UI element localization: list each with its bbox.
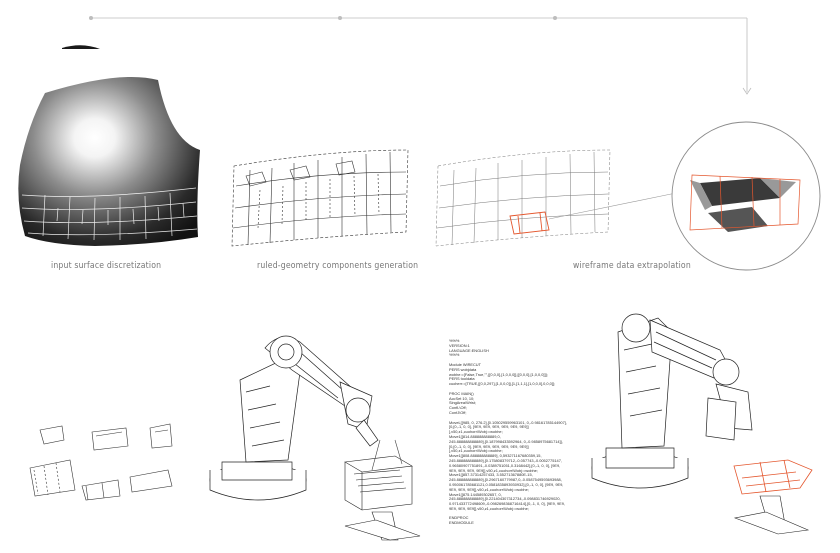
code-line: ENDPROC [449,515,469,521]
code-line: ],v50,z1,cuohorr\Wobj:=wobhe; [449,448,503,454]
code-line: MoveL[[985, 0, 276.2],[0.105029559963101… [449,419,567,425]
code-line: SingArea\Wrist; [449,400,476,406]
highlighted-component [509,211,550,235]
code-line: Move1[[814.888888888889,0, [449,433,501,439]
robot-arm-2 [591,313,753,489]
flow-timeline [91,17,752,95]
stand-2 [733,495,810,535]
code-line: 0.971433772498609,-0.0982698368716414],[… [449,501,565,507]
code-line: 245.888888888889],[0.175808379712,-0.057… [449,457,562,463]
code-line: cuoherr:=[TRUE,[[0,0,297],[1,0,0,0]],[1,… [449,381,556,387]
code-line: Move1[[875.144589302657, 0, [449,491,502,497]
loose-components [29,423,173,501]
wireframe-strip [435,149,611,247]
code-line: PROC MAIN() [449,390,474,396]
code-line: %%% [449,338,460,343]
code-line: 245.888888888889],[0.2967160779987,0,-0.… [449,477,562,483]
code-line: ENDMODULE [449,520,474,526]
timeline-node-3 [553,16,557,20]
zoom-leader-line [548,192,677,220]
wireframe-component-2 [733,459,813,495]
code-line: PERS tooldata [449,376,475,382]
code-line: Move1[[808.888888888889], 0,593271167680… [449,453,542,459]
code-line: ConfJ\Off; [449,409,467,415]
code-line: ],v50,z1,cuohorr\Wobj:=wobhe; [449,429,503,435]
code-line: 9E9, 9E9, 9E9]],v50,z1,cuohorr\Wobj:=wob… [449,505,529,511]
robot-arm-1 [209,335,379,501]
timeline-node-2 [338,16,342,20]
code-line: 0.950061785681121,0.0581835893930932],[0… [449,481,564,487]
code-line: [0,[0,-1, 0, 0], [9E9, 9E9, 9E9, 9E9, 9E… [449,443,529,449]
wire-cut-box-1 [344,439,413,511]
caption-ruled-geometry-generation: ruled-geometry components generation [257,261,419,271]
code-line: 245.888888888889],[0.221404307312734,-0.… [449,496,561,502]
caption-wireframe-data-extrapolation: wireframe data extrapolation [573,261,691,271]
code-line: Module WIRECUT [449,361,481,367]
code-line: LANGUAGE:ENGLISH [449,347,489,353]
code-line: 9E9, 9E9, 9E9]],v50,z1,cuohorr\Wobj:=wob… [449,486,529,492]
code-line: 9E9, 9E9, 9E9, 9E9]],v50,z1,cuohorr\Wobj… [449,467,538,473]
ruled-components [231,149,409,247]
zoom-detail-circle [671,121,821,271]
code-line: 245.888888888889],[0.187998433592964, 0,… [449,438,563,444]
code-line: 0.96580907751891,-0.0389751051,0.3168442… [449,462,561,468]
stand-1 [344,511,421,541]
code-line: wobhe:=[False,True,"",[[0,0,0],[1,0,0,0]… [449,371,548,377]
code-line: Move1[[857.37314257433, 3.55271367880E-1… [449,472,533,478]
code-line: VERSION:1 [449,342,470,348]
input-surface [18,45,201,246]
code-line: [0,[0,-1, 0, 0], [9E9, 9E9, 9E9, 9E9, 9E… [449,424,529,430]
code-line: AccSet 10, 10; [449,395,475,401]
code-line: ConfL\Off; [449,405,467,411]
code-line: PERS wobjdata [449,366,477,372]
timeline-node-1 [89,16,93,20]
caption-input-surface-discretization: input surface discretization [51,261,162,271]
code-line: %%% [449,352,460,358]
